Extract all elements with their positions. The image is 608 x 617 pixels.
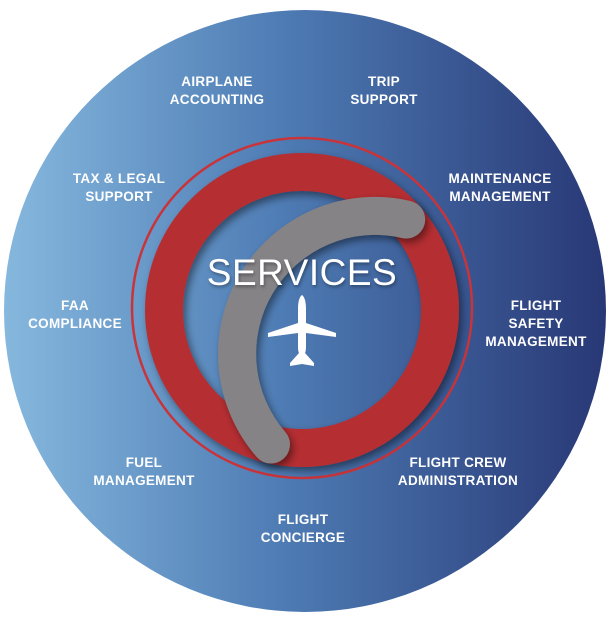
- thin-red-ring: [130, 136, 474, 480]
- gray-arc: [218, 196, 426, 464]
- service-flight-concierge: FLIGHT CONCIERGE: [260, 512, 346, 545]
- service-flight-crew-administration: FLIGHT CREW ADMINISTRATION: [397, 455, 519, 488]
- service-maintenance-management: MAINTENANCE MANAGEMENT: [448, 171, 552, 204]
- service-trip-support: TRIP SUPPORT: [350, 74, 418, 107]
- service-flight-safety-management: FLIGHT SAFETY MANAGEMENT: [485, 298, 587, 349]
- service-tax-legal-support: TAX & LEGAL SUPPORT: [72, 171, 166, 204]
- service-faa-compliance: FAA COMPLIANCE: [28, 298, 122, 331]
- page-title: SERVICES: [206, 252, 398, 293]
- service-airplane-accounting: AIRPLANE ACCOUNTING: [169, 74, 265, 107]
- red-arc: [145, 153, 459, 467]
- service-fuel-management: FUEL MANAGEMENT: [93, 455, 195, 488]
- airplane-icon: [268, 295, 336, 366]
